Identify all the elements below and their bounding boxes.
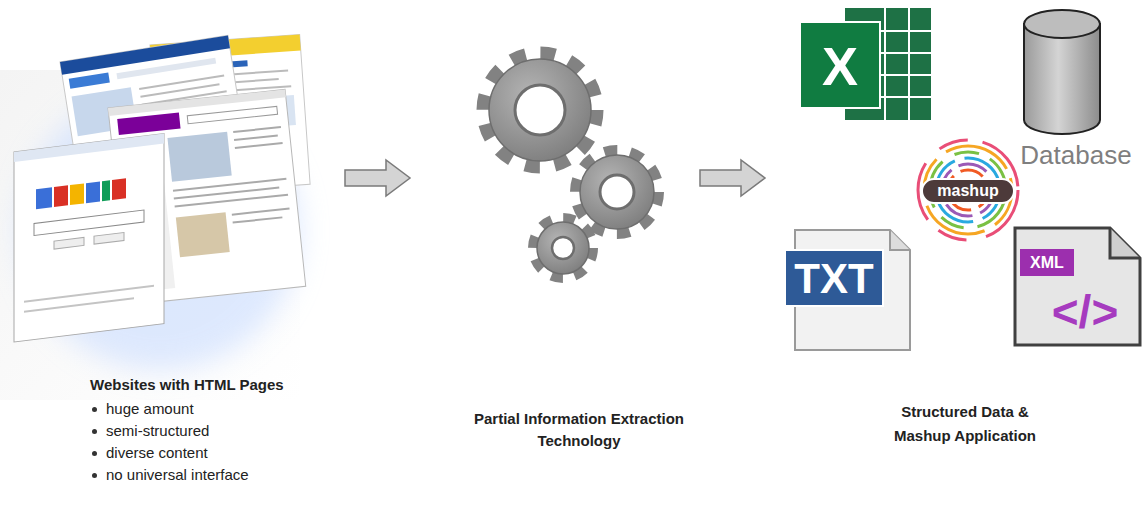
txt-badge: TXT (794, 258, 873, 300)
webpage-illustration-part (117, 113, 180, 135)
webpage-illustration-part (24, 285, 154, 303)
xml-file-icon-part (1015, 228, 1140, 345)
gears-icon-part (580, 155, 654, 229)
webpage-illustration-part (187, 106, 277, 123)
gears-icon-part (533, 218, 593, 278)
bullet-item: semi-structured (106, 420, 336, 442)
gears-icon-part (576, 151, 658, 233)
gears-icon-part (600, 175, 634, 209)
column-heading: Partial Information Extraction Technolog… (460, 408, 698, 452)
gears-icon-part (489, 59, 591, 161)
webpage-illustration-part (233, 216, 283, 223)
block-arrow (345, 160, 410, 196)
webpage-illustration-part (24, 297, 134, 313)
webpage-illustration-part (233, 126, 281, 133)
webpage-illustration-part (112, 178, 126, 200)
gears-icon-part (552, 237, 574, 259)
webpage-illustration-part (86, 181, 100, 203)
webpage-illustration-part (36, 187, 52, 209)
bullet-dot (92, 451, 97, 456)
block-arrow (700, 160, 765, 196)
bullet-dot (92, 407, 97, 412)
xml-file-icon-part (1110, 228, 1140, 258)
webpage-illustration-part (232, 208, 290, 216)
bullet-item: huge amount (106, 398, 336, 420)
bullet-dot (92, 429, 97, 434)
webpage-illustration-part (14, 134, 164, 342)
column-panel: Partial Information Extraction Technolog… (410, 20, 700, 490)
gears-icon-part (515, 85, 565, 135)
mashup-logo-part (922, 179, 1014, 203)
webpage-illustration-part (234, 134, 278, 141)
webpage-illustration-part (116, 58, 216, 80)
webpage-illustration-part (54, 237, 84, 249)
database-caption: Database (1020, 142, 1131, 168)
txt-file-icon (785, 230, 910, 350)
mashup-logo (918, 140, 1018, 240)
gears-icon-part (533, 218, 593, 278)
mashup-logo-part (918, 140, 1018, 240)
webpage-illustration-part (175, 194, 289, 208)
webpage-illustration-part (94, 232, 124, 244)
webpage-illustration-part (69, 73, 110, 89)
webpage-illustration-part (54, 185, 68, 207)
column-heading: Websites with HTML Pages (90, 374, 340, 396)
xml-file-icon (1015, 228, 1140, 345)
webpage-illustration (0, 35, 310, 400)
excel-icon-part (908, 8, 910, 120)
xml-tag-symbol: </> (1052, 289, 1119, 335)
database-cylinder-part (1024, 10, 1100, 38)
excel-letter: X (822, 39, 858, 93)
excel-icon-part (884, 8, 886, 120)
gears-icon-part (537, 222, 589, 274)
column-heading: Structured Data & Mashup Application (875, 400, 1055, 448)
excel-icon (800, 8, 931, 120)
xml-file-icon-part (1020, 249, 1074, 276)
gears-icon (484, 54, 658, 278)
gears-icon-part (484, 54, 596, 166)
column-panel: Websites with HTML Pageshuge amountsemi-… (5, 20, 345, 490)
webpage-illustration-part (70, 183, 84, 205)
txt-file-icon-part (890, 230, 910, 250)
webpage-illustration-part (14, 134, 164, 342)
mashup-wordmark: mashup (937, 183, 998, 199)
mashup-logo-part (930, 152, 1006, 228)
webpage-illustration-part (139, 75, 224, 90)
gears-icon-part (576, 151, 658, 233)
webpage-illustration-part (34, 210, 144, 236)
gears-icon-part (484, 54, 596, 166)
column-panel: Structured Data & Mashup Application (765, 20, 1141, 490)
webpage-illustration-part (235, 142, 283, 149)
webpage-illustration-part (14, 134, 164, 162)
txt-file-icon-part (785, 250, 883, 306)
webpage-illustration-part (140, 83, 219, 97)
database-cylinder (1024, 10, 1100, 134)
mashup-logo-part (936, 158, 1000, 222)
excel-icon-part (800, 22, 880, 108)
xml-badge: XML (1030, 255, 1064, 271)
webpage-illustration-part (176, 212, 230, 257)
database-cylinder-part (1024, 24, 1100, 134)
webpage-illustration-part (167, 132, 231, 182)
bullet-item: diverse content (106, 442, 336, 464)
bullet-dot (92, 473, 97, 478)
bullet-item: no universal interface (106, 464, 336, 486)
txt-file-icon-part (795, 230, 910, 350)
webpage-illustration-part (102, 180, 110, 201)
